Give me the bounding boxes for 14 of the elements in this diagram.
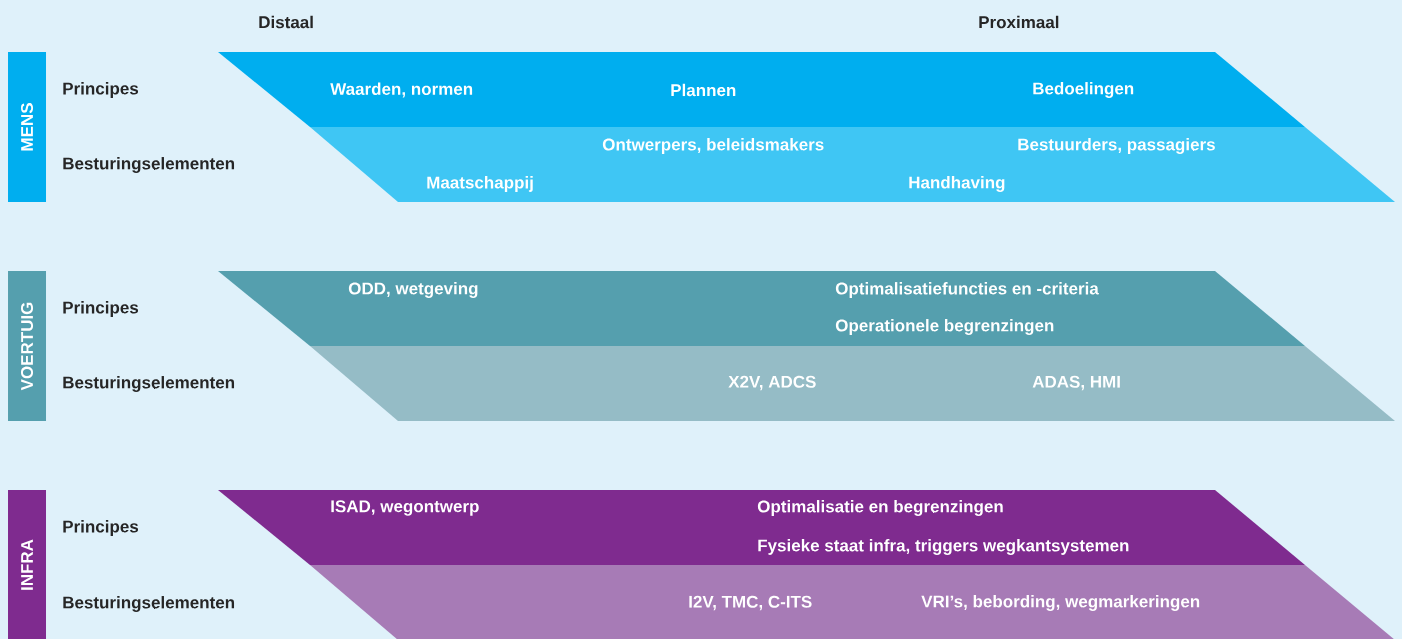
axis-label: Proximaal bbox=[979, 15, 1059, 29]
category-tab: VOERTUIG bbox=[8, 271, 46, 421]
row-label: Besturingselementen bbox=[63, 596, 235, 612]
row-label: Besturingselementen bbox=[63, 376, 235, 392]
row-label: Principes bbox=[63, 82, 139, 98]
band: Ontwerpers, beleidsmakers Bestuurders, passagiers Maatschappij Handhaving bbox=[310, 127, 1395, 202]
category-tab: INFRA bbox=[8, 490, 46, 639]
category-tab: MENS bbox=[8, 52, 46, 202]
row-label: Principes bbox=[63, 520, 139, 536]
band: ODD, wetgeving Optimalisatiefuncties en -criteria Operationele begrenzingen bbox=[218, 271, 1305, 346]
axis-label: Distaal bbox=[259, 15, 313, 29]
row-label: Besturingselementen bbox=[63, 157, 235, 173]
band: Waarden, normen Plannen Bedoelingen bbox=[218, 52, 1305, 127]
row-label: Principes bbox=[63, 301, 139, 317]
